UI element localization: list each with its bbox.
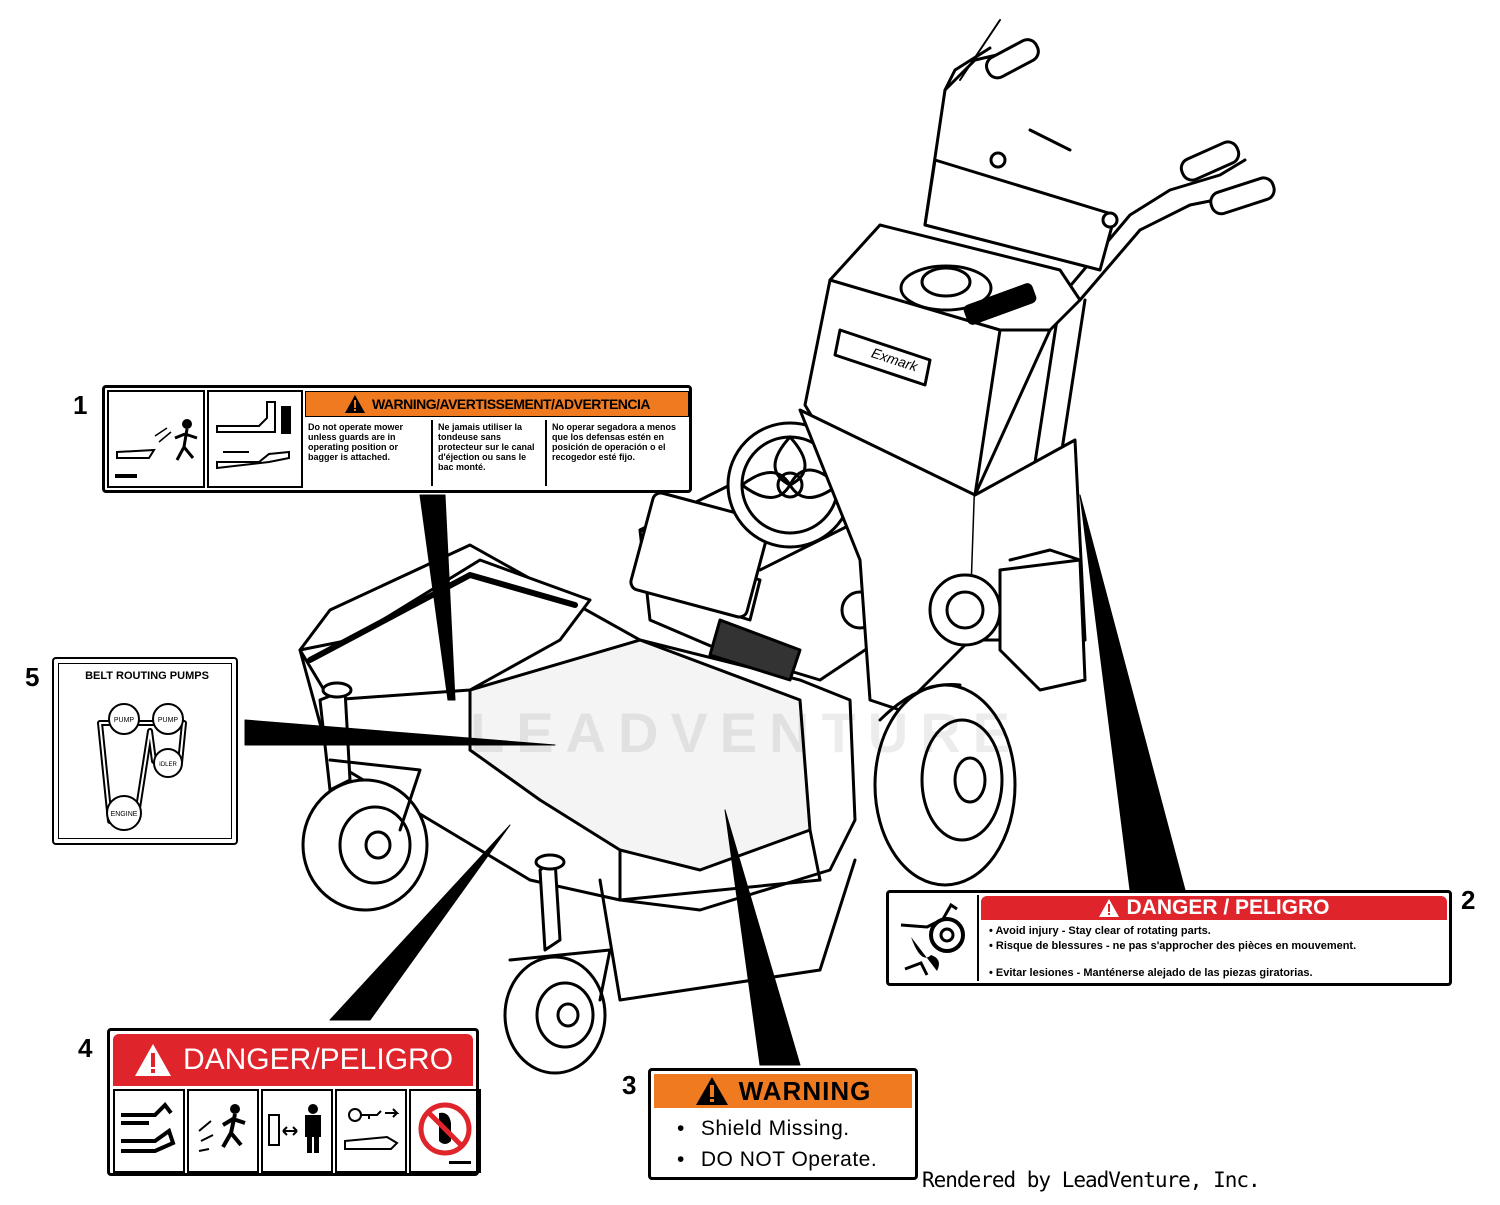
callout-4: 4 — [78, 1033, 93, 1063]
no-foot-icon — [418, 1102, 472, 1164]
thrown-object-icon — [198, 1104, 246, 1152]
keep-distance-icon — [268, 1104, 321, 1153]
decal2-line-1: • Avoid injury - Stay clear of rotating … — [989, 925, 1211, 937]
decal3-header-text: WARNING — [738, 1075, 872, 1106]
decal1-header-text: WARNING/AVERTISSEMENT/ADVERTENCIA — [371, 396, 651, 412]
decal3-text-2: DO NOT Operate. — [700, 1148, 878, 1171]
decal2-header: DANGER / PELIGRO — [981, 896, 1447, 920]
decal4-header: DANGER/PELIGRO — [113, 1034, 473, 1086]
decal3-line-1: • Shield Missing. — [677, 1117, 850, 1141]
decal1-spanish: No operar segadora a menos que los defen… — [552, 422, 677, 462]
decal2-line-3: • Evitar lesiones - Manténerse alejado d… — [989, 967, 1313, 979]
decal-danger-pictograms: DANGER/PELIGRO — [107, 1028, 481, 1176]
callout-3: 3 — [622, 1070, 637, 1100]
warning-triangle-icon — [344, 395, 365, 413]
pulley-label: PUMP — [114, 717, 135, 724]
remove-key-icon — [344, 1108, 400, 1150]
decal5-inner-border — [58, 663, 232, 839]
decal4-icon-cell — [335, 1089, 407, 1173]
pulley-idler: IDLER — [153, 748, 183, 778]
callout-1: 1 — [73, 390, 88, 420]
pulley-pump-left: PUMP — [108, 703, 140, 735]
decal1-icon-panel-1 — [107, 390, 205, 488]
footer-credit: Rendered by LeadVenture, Inc. — [922, 1168, 1261, 1192]
guard-position-icon — [216, 401, 291, 470]
warning-triangle-icon — [1099, 899, 1120, 917]
callout-2: 2 — [1461, 885, 1476, 915]
decal3-header: WARNING — [654, 1074, 912, 1108]
decal4-icon-cell — [187, 1089, 259, 1173]
pulley-engine: ENGINE — [106, 795, 142, 831]
decal1-header: WARNING/AVERTISSEMENT/ADVERTENCIA — [305, 391, 689, 417]
pulley-pump-right: PUMP — [152, 703, 184, 735]
bullet-icon: • — [677, 1117, 685, 1140]
decal1-french: Ne jamais utiliser la tondeuse sans prot… — [435, 420, 547, 486]
blade-icon — [121, 1101, 176, 1153]
pulley-label: PUMP — [158, 717, 179, 724]
watermark: LEADVENTURE — [470, 701, 1023, 764]
decal3-line-2: • DO NOT Operate. — [677, 1148, 877, 1172]
decal4-icon-cell — [409, 1089, 481, 1173]
pulley-label: ENGINE — [111, 811, 138, 818]
decal5-header: BELT ROUTING PUMPS — [85, 670, 209, 682]
decal-danger-rotating-parts: DANGER / PELIGRO • Avoid injury - Stay c… — [886, 890, 1452, 986]
decal2-icon-panel — [891, 895, 979, 981]
decal2-line-2: • Risque de blessures - ne pas s'approch… — [989, 940, 1357, 952]
decal4-icon-row — [113, 1089, 481, 1173]
belt-diagram: PUMP PUMP IDLER ENGINE — [97, 703, 187, 831]
rotating-parts-icon — [900, 902, 965, 976]
warning-triangle-icon — [695, 1077, 728, 1105]
decal1-icon-panel-2 — [207, 390, 303, 488]
decal2-header-text: DANGER / PELIGRO — [1126, 896, 1330, 919]
decal4-icon-cell — [261, 1089, 333, 1173]
decal4-icon-cell — [113, 1089, 185, 1173]
thrown-object-icon — [115, 419, 198, 478]
decal4-header-text: DANGER/PELIGRO — [182, 1043, 454, 1076]
decal-warning-shield: WARNING • Shield Missing. • DO NOT Operate… — [648, 1068, 918, 1180]
pulley-label: IDLER — [159, 762, 177, 768]
decal-warning-guards: WARNING/AVERTISSEMENT/ADVERTENCIA Do not… — [102, 385, 692, 493]
decal-belt-routing: BELT ROUTING PUMPS PUMP PUMP IDLER ENGIN… — [52, 657, 238, 845]
warning-triangle-icon — [134, 1044, 171, 1076]
decal3-text-1: Shield Missing. — [700, 1117, 850, 1140]
decal1-english: Do not operate mower unless guards are i… — [305, 420, 433, 486]
bullet-icon: • — [677, 1148, 685, 1171]
callout-5: 5 — [25, 662, 40, 692]
